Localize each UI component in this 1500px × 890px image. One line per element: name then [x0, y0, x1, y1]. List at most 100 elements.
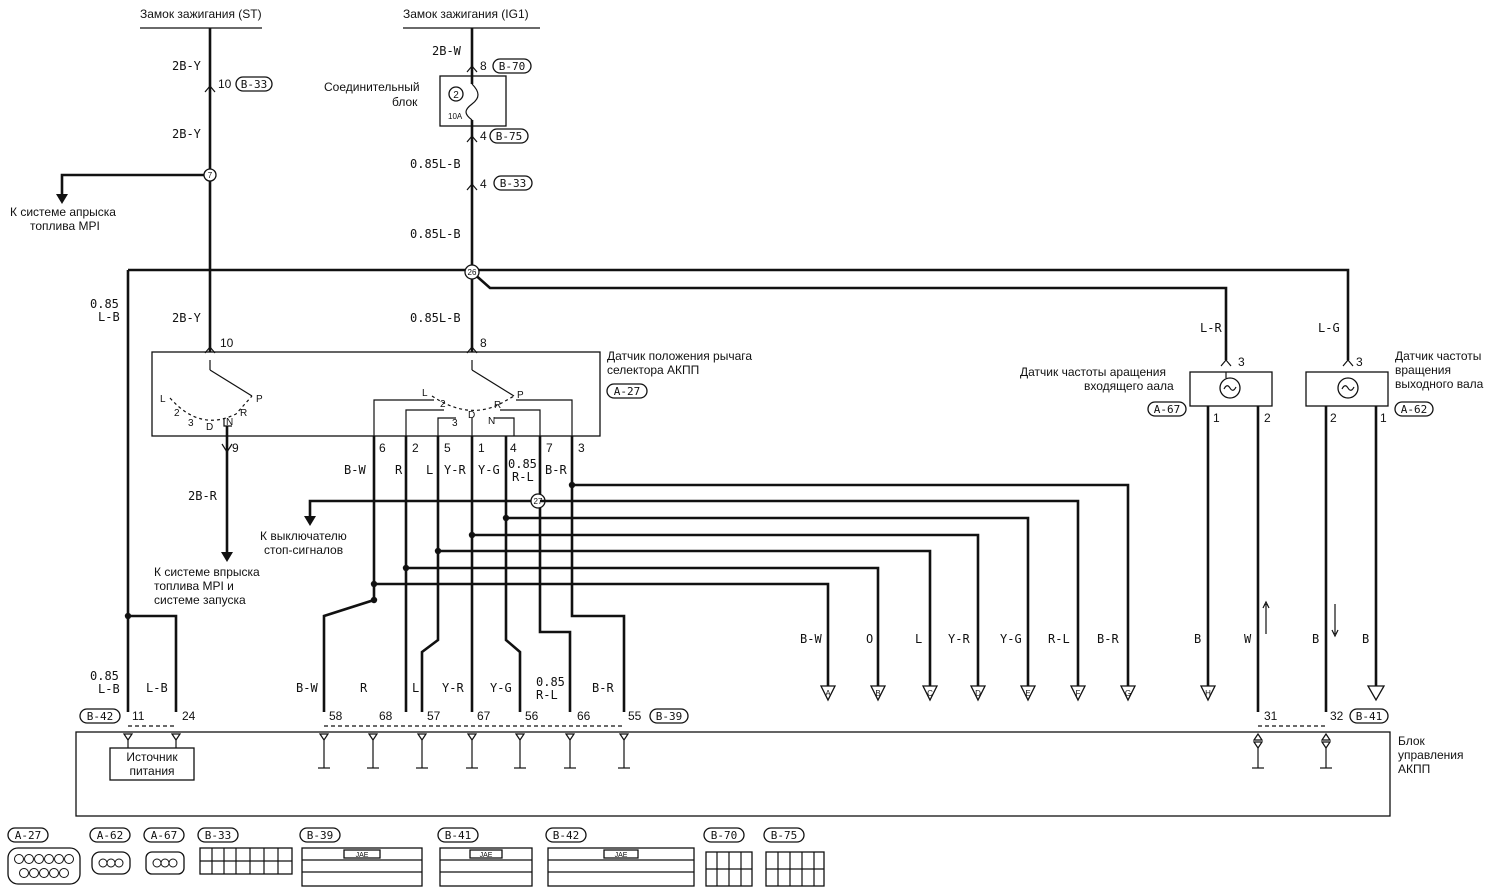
output-sensor-label-1: Датчик частоты [1395, 349, 1481, 363]
svg-text:A-67: A-67 [1154, 403, 1181, 416]
connector-tag-b33: B-33 [235, 76, 273, 92]
pin-label: 55 [628, 709, 642, 723]
connector-arrow [466, 346, 478, 354]
offpage-d: D [969, 685, 987, 702]
wire-label: R [395, 463, 403, 477]
pin-label: 9 [232, 441, 239, 455]
wire-label: Y-G [478, 463, 500, 477]
wire-label: B-W [800, 632, 822, 646]
sine-icon [1341, 385, 1355, 391]
wire-label: L [426, 463, 433, 477]
pin-label: 4 [480, 177, 487, 191]
switch-n-contact [223, 418, 232, 427]
wire-label: 0.85 [508, 457, 537, 471]
pin-label: 3 [578, 441, 585, 455]
pin-label: 67 [477, 709, 491, 723]
fuse-number: 2 [453, 90, 459, 101]
switch-contact-3 [437, 417, 456, 436]
dest-mpi-2: топлива MPI [30, 219, 100, 233]
junction-dot [434, 547, 442, 555]
switch-pos: 2 [174, 408, 180, 419]
svg-text:B-42: B-42 [87, 710, 114, 723]
switch-pos: 3 [452, 418, 458, 429]
pin-label: 8 [480, 59, 487, 73]
junction-dot [402, 564, 410, 572]
wire-label: B-R [545, 463, 567, 477]
svg-text:G: G [1125, 689, 1131, 698]
svg-text:B-39: B-39 [307, 829, 334, 842]
wire-label: Y-R [442, 681, 464, 695]
wire-label-lb: L-B [146, 681, 168, 695]
svg-text:JAE: JAE [615, 852, 628, 859]
dest-mpi-1: К системе апрыска [10, 205, 116, 219]
pin-label: 68 [379, 709, 393, 723]
wire-label: L [915, 632, 922, 646]
svg-text:A-62: A-62 [97, 829, 124, 842]
output-sensor-label-3: выходного вала [1395, 377, 1484, 391]
wire-lb-bus [128, 268, 1350, 360]
input-sensor-label-1: Датчик частоты аращения [1020, 365, 1166, 379]
junction-dot [468, 531, 476, 539]
splice-label: 7 [208, 171, 213, 180]
pin-label: 2 [412, 441, 419, 455]
svg-text:C: C [927, 689, 933, 698]
wire-yg [504, 436, 522, 712]
ignition-ig1-label: Замок зажигания (IG1) [403, 7, 529, 21]
connector-arrow [1220, 359, 1232, 367]
output-sensor-label-2: вращения [1395, 363, 1451, 377]
connector-arrow [204, 346, 216, 354]
wire-label-left-b2: L-B [98, 682, 120, 696]
wire-label-ig-mid: 0.85L-B [410, 157, 461, 171]
joint-block-label-1: Соединительный [324, 80, 420, 94]
wire-label-st-low: 2B-Y [172, 311, 202, 325]
dest-mpi-start-2: топлива MPI и [154, 579, 234, 593]
offpage-e: E [1019, 685, 1037, 702]
pin-label: 8 [480, 336, 487, 350]
wire-label: O [866, 632, 873, 646]
offpage-f: F [1069, 685, 1087, 702]
svg-text:A-27: A-27 [614, 385, 641, 398]
pin-label: 6 [379, 441, 386, 455]
switch-pos: P [517, 390, 524, 401]
wire-label: 0.85 [536, 675, 565, 689]
switch-contact-l [373, 399, 434, 436]
svg-text:B-70: B-70 [499, 60, 526, 73]
wire-label-lr: L-R [1200, 321, 1222, 335]
wire-label: B [1194, 632, 1201, 646]
pin-label: 56 [525, 709, 539, 723]
pin-label: 31 [1264, 709, 1278, 723]
dest-mpi-start-3: системе запуска [154, 593, 246, 607]
legend-b70: B-70 [703, 827, 753, 887]
switch-arm [471, 369, 515, 397]
wire-label-2b-r: 2B-R [188, 489, 218, 503]
tcm-label-3: АКПП [1398, 762, 1430, 776]
power-source-box [109, 747, 195, 781]
splice-26 [464, 264, 480, 280]
joint-block [439, 75, 507, 127]
legend-b33: B-33 [197, 827, 293, 875]
legend-b39: B-39 JAE [299, 827, 423, 887]
switch-arc [169, 395, 253, 421]
wire-label-st-top: 2B-Y [172, 59, 202, 73]
wire-label: W [1244, 632, 1252, 646]
joint-block-label-2: блок [392, 95, 418, 109]
pin-label: 10 [218, 77, 232, 91]
wire-label: B-R [592, 681, 614, 695]
fuse-number-circle [448, 86, 464, 102]
switch-pos: D [206, 422, 213, 433]
wire-label: Y-R [948, 632, 970, 646]
wire-label-left-b: L-B [98, 310, 120, 324]
svg-text:B-42: B-42 [553, 829, 580, 842]
arrow-icon [221, 552, 233, 562]
pin-label: 7 [546, 441, 553, 455]
wire-branch-f [540, 499, 1080, 686]
offpage-h: H [1199, 685, 1217, 702]
switch-pos: D [468, 410, 475, 421]
pin-label: 57 [427, 709, 441, 723]
sine-icon [1223, 385, 1237, 391]
pin-label: 58 [329, 709, 343, 723]
pin-label: 66 [577, 709, 591, 723]
connector-tag-b39: B-39 [649, 708, 689, 724]
switch-contact-n [494, 417, 515, 436]
